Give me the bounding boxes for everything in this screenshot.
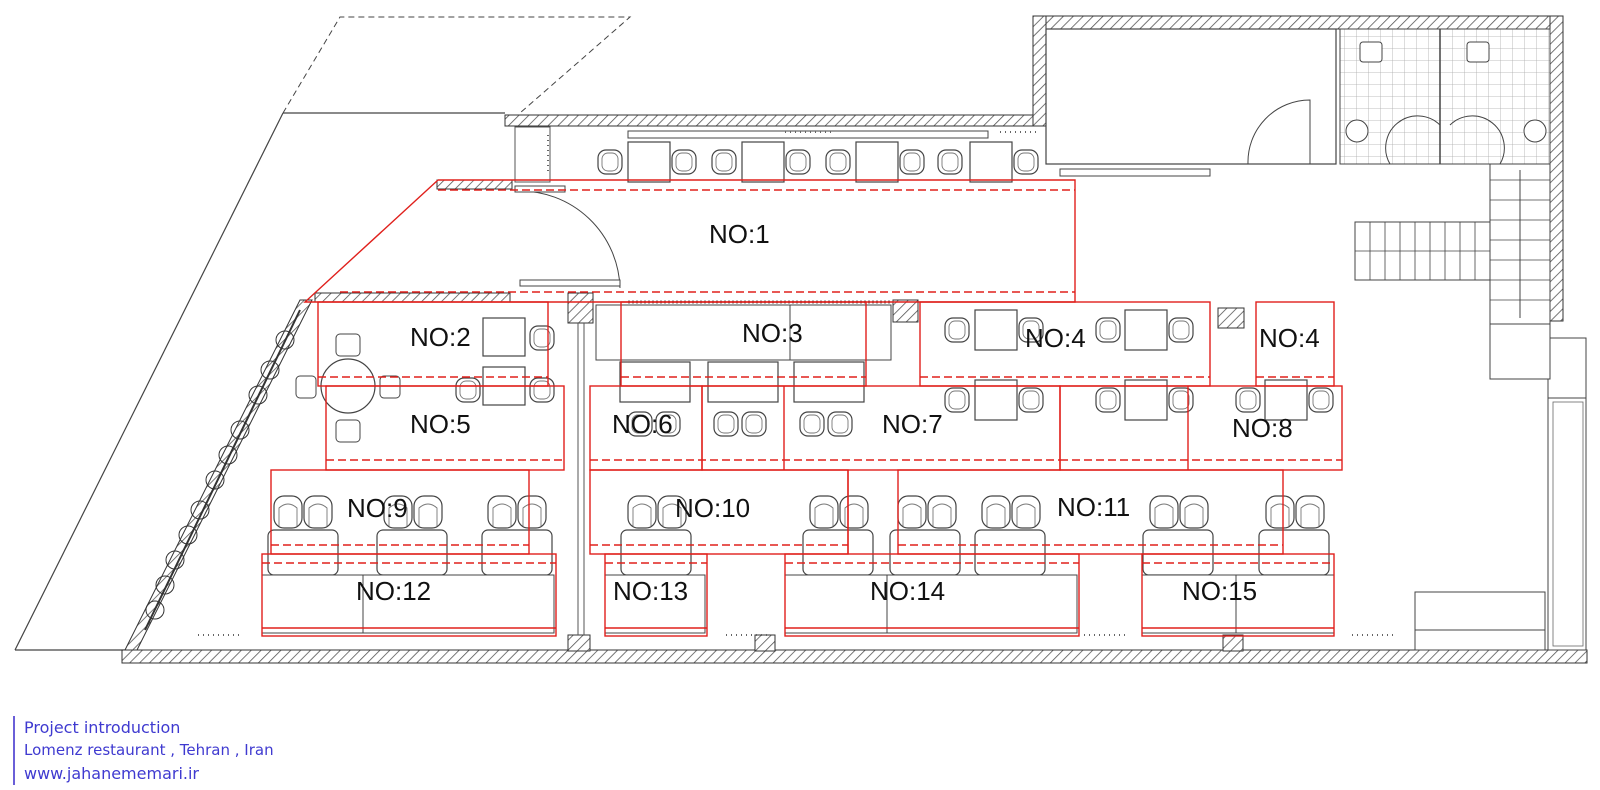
zone-label-3: NO:3 [742,318,803,348]
caption-website: www.jahanememari.ir [24,764,200,783]
zone-label-5: NO:5 [410,409,471,439]
project-caption: Project introduction Lomenz restaurant ,… [13,716,274,785]
zone-label-11: NO:11 [1057,492,1130,522]
zone-label-7: NO:7 [882,409,943,439]
zone-label-15: NO:15 [1182,576,1257,606]
zone-label-14: NO:14 [870,576,945,606]
zone-label-9: NO:9 [347,493,408,523]
zone-labels: NO:1 NO:2 NO:3 NO:4 NO:4 NO:5 NO:6 NO:7 … [347,219,1320,606]
zone-label-10: NO:10 [675,493,750,523]
zone-label-4b: NO:4 [1259,323,1320,353]
zone-label-4a: NO:4 [1025,323,1086,353]
caption-title: Project introduction [24,718,181,737]
planter [144,309,301,631]
entrance [514,126,892,361]
zone-label-12: NO:12 [356,576,431,606]
zone-outlines [261,179,1343,637]
furniture [261,130,1335,634]
zone-label-8: NO:8 [1232,413,1293,443]
caption-location: Lomenz restaurant , Tehran , Iran [24,741,274,759]
zone-label-13: NO:13 [613,576,688,606]
restaurant-floor-plan: NO:1 NO:2 NO:3 NO:4 NO:4 NO:5 NO:6 NO:7 … [14,15,1588,664]
zone-label-2: NO:2 [410,322,471,352]
zone-label-6: NO:6 [612,409,673,439]
walls [14,15,1588,664]
zone-label-1: NO:1 [709,219,770,249]
kitchen-area [1045,28,1551,380]
floor-dots [198,131,1394,636]
